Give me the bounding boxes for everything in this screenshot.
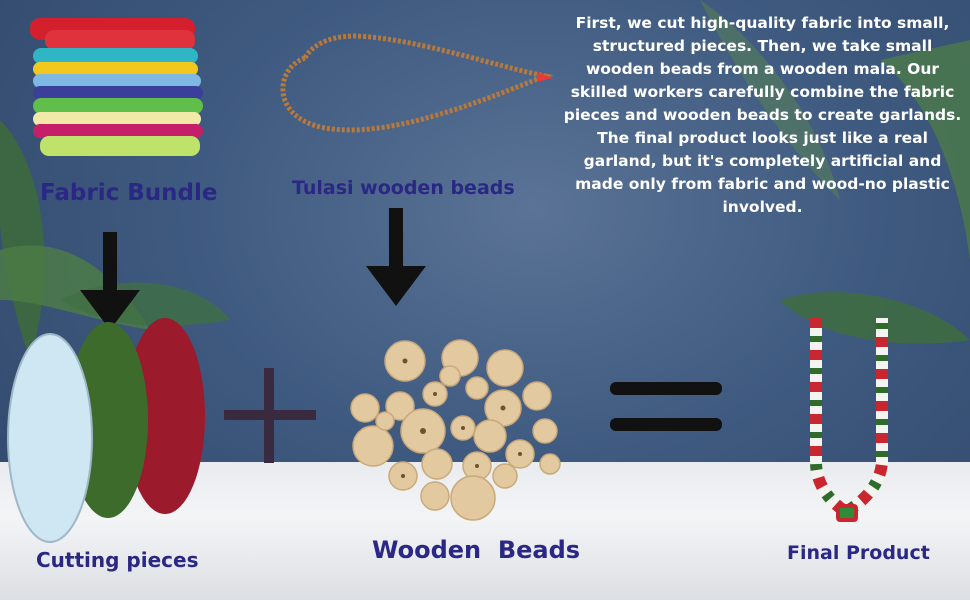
final-product-label: Final Product: [787, 542, 930, 564]
arrow-down-icon: [80, 232, 140, 330]
plus-operator-icon: [224, 368, 316, 463]
cutting-pieces-image: [7, 318, 205, 543]
equals-operator-icon: [610, 382, 722, 431]
cutting-pieces-label: Cutting pieces: [36, 548, 199, 572]
fabric-bundle-image: [30, 18, 203, 156]
tulasi-mala-image: [280, 33, 554, 133]
process-description-text: First, we cut high-quality fabric into s…: [563, 14, 962, 216]
wooden-beads-label: Wooden Beads: [372, 536, 581, 564]
arrow-down-icon: [366, 208, 426, 306]
fabric-bundle-label: Fabric Bundle: [40, 180, 218, 206]
final-product-garland-image: [810, 318, 888, 522]
wooden-beads-image: [350, 339, 561, 521]
tulasi-beads-label: Tulasi wooden beads: [292, 177, 515, 199]
